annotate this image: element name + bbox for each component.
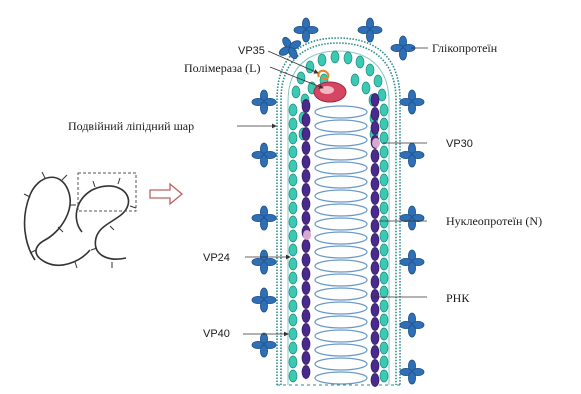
vp30-marker (372, 138, 380, 148)
label-lipid-bilayer: Подвійний ліпідний шар (68, 119, 194, 133)
label-nucleoprotein: Нуклеопротеїн (N) (446, 214, 542, 228)
label-vp30: VP30 (446, 137, 473, 151)
label-glycoprotein: Глікопротеїн (432, 41, 497, 55)
rna-helix-coil (315, 106, 367, 384)
vp24-marker (303, 230, 311, 240)
label-vp35: VP35 (238, 44, 265, 58)
label-rna: РНК (446, 291, 469, 305)
transition-arrow-icon (150, 184, 182, 204)
filament-inset-sketch (24, 172, 136, 268)
label-polymerase: Полімераза (L) (184, 61, 260, 75)
label-vp24: VP24 (203, 251, 230, 265)
label-vp40: VP40 (203, 327, 230, 341)
